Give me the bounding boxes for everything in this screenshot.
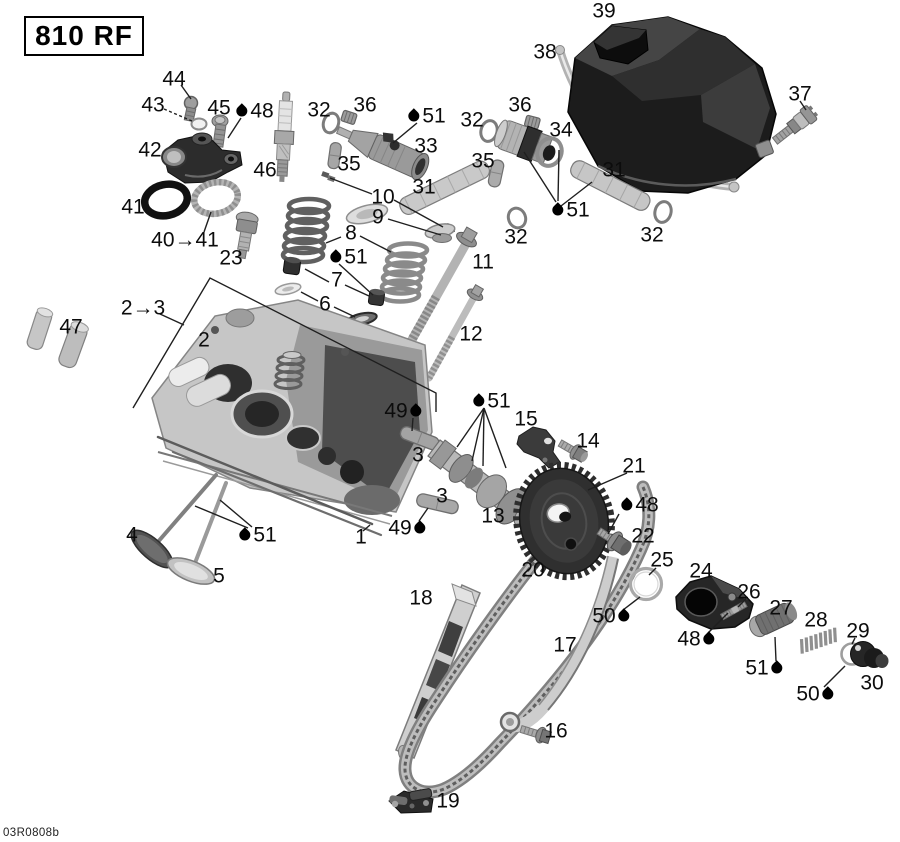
cam-sprocket-21 [513, 461, 615, 581]
installed-valve-stems [156, 435, 383, 537]
nut-36 [524, 114, 541, 130]
dowel-tube-31-left [399, 160, 491, 215]
head-bolt-12 [425, 284, 485, 382]
bolt-22 [596, 527, 632, 556]
retainer-plate-15 [516, 426, 561, 469]
o-ring-32 [506, 206, 528, 230]
stud-26 [719, 600, 748, 621]
injector-33 [335, 126, 430, 181]
o-ring-32 [653, 200, 673, 224]
cylinder-head [151, 299, 433, 525]
o-ring-25 [628, 566, 664, 602]
valve-guides-47 [26, 307, 89, 369]
valve-seal-7-left [282, 256, 301, 276]
bolt-45 [211, 114, 229, 148]
o-ring-32 [321, 111, 341, 135]
bolt-44 [183, 95, 199, 123]
tensioner-plug-30 [850, 641, 889, 668]
shim-disc [345, 203, 389, 225]
head-bolt-11 [400, 226, 478, 357]
spark-plug [273, 91, 295, 183]
model-label: 810 RF [35, 20, 133, 51]
timing-chain-20 [398, 480, 656, 799]
stud-35 [487, 159, 505, 188]
spring-seat-6-left [274, 282, 302, 296]
tensioner-piston-27 [749, 602, 798, 638]
valve-seal-7-right [367, 288, 385, 307]
washer-43 [190, 117, 208, 131]
bracket-19 [388, 788, 434, 814]
ring-gear-40 [190, 178, 242, 218]
o-ring-41 [140, 180, 192, 220]
nut-36 [340, 109, 358, 125]
valve-spring-8-right [378, 241, 430, 304]
stud-35 [327, 142, 342, 170]
camshaft-13 [427, 439, 536, 528]
solenoid-34 [494, 119, 564, 168]
group-bracket-2-3 [132, 277, 437, 412]
chain-guide-17 [499, 555, 619, 733]
model-label-box: 810 RF [24, 16, 144, 56]
doc-code: 03R0808b [3, 827, 60, 839]
dowel-pin-3-lower [416, 493, 459, 515]
cover-clip [593, 25, 649, 65]
bolt-16 [519, 725, 553, 745]
sensor-37 [771, 105, 819, 145]
tensioner-spring-28 [799, 627, 837, 654]
sensor-23 [235, 211, 259, 260]
tensioner-housing-24 [675, 575, 754, 630]
leader-lines [159, 84, 856, 688]
valve-spring-8-left [280, 196, 332, 265]
outlet-fitting-42 [161, 132, 243, 184]
valve-5 [166, 481, 228, 585]
bolt-14 [557, 439, 589, 463]
dowel-tube-31-right [570, 160, 651, 211]
